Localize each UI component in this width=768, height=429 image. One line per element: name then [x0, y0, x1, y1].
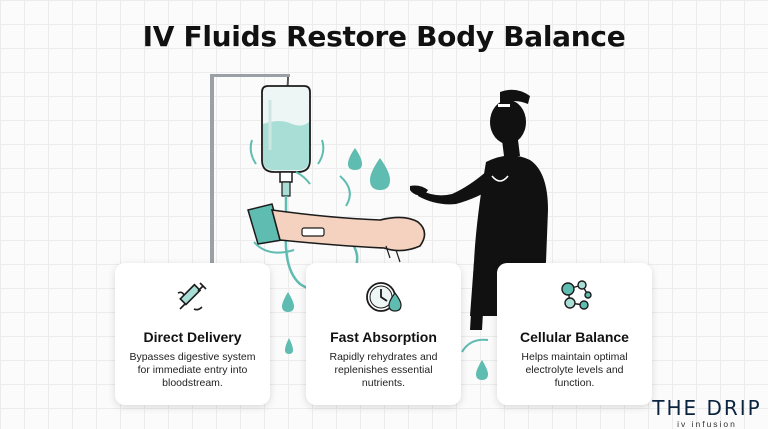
brand-tagline: iv infusion — [677, 419, 737, 429]
card-title: Fast Absorption — [330, 329, 437, 345]
card-direct-delivery: Direct Delivery Bypasses digestive syste… — [115, 263, 270, 405]
iv-pole — [210, 74, 290, 265]
card-text: Bypasses digestive system for immediate … — [129, 351, 256, 389]
syringe-icon — [177, 282, 207, 311]
molecule-icon — [560, 280, 592, 310]
brand-logo: THE DRIP iv infusion — [648, 398, 766, 429]
card-title: Cellular Balance — [520, 329, 629, 345]
brand-name: THE DRIP — [652, 396, 762, 420]
iv-bag — [261, 85, 311, 197]
card-title: Direct Delivery — [143, 329, 242, 345]
card-text: Helps maintain optimal electrolyte level… — [521, 351, 628, 389]
patient-arm — [247, 203, 426, 263]
page-title: IV Fluids Restore Body Balance — [142, 20, 626, 53]
card-fast-absorption: Fast Absorption Rapidly rehydrates and r… — [306, 263, 461, 405]
clock-droplet-icon — [365, 282, 402, 312]
card-text: Rapidly rehydrates and replenishes essen… — [329, 351, 438, 389]
card-cellular-balance: Cellular Balance Helps maintain optimal … — [497, 263, 652, 405]
